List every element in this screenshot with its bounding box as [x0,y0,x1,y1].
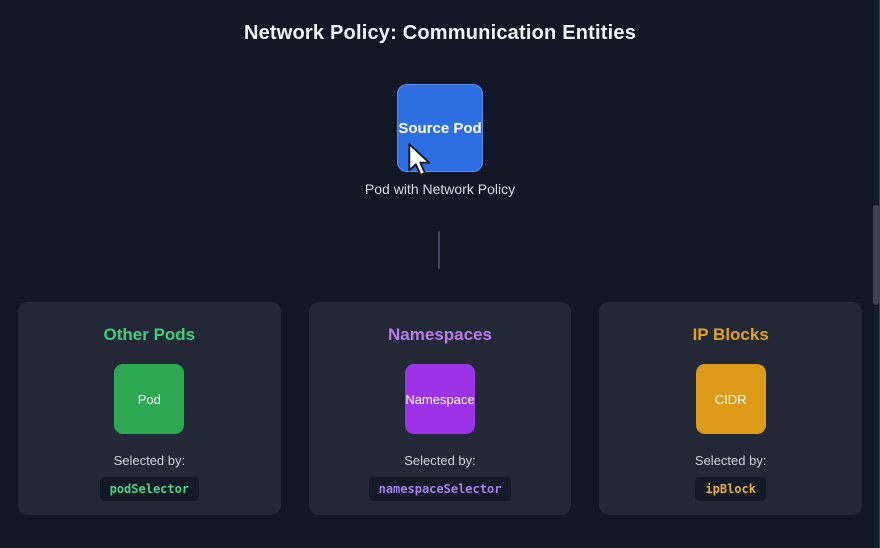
card-namespaces: Namespaces Namespace Selected by: namesp… [308,302,572,515]
namespaceselector-badge: namespaceSelector [368,477,512,501]
namespace-node-label: Namespace [405,391,475,407]
cidr-node[interactable]: CIDR [695,364,766,434]
source-pod-label: Source Pod [398,119,482,137]
card-other-pods: Other Pods Pod Selected by: podSelector [18,302,281,515]
source-pod-node[interactable]: Source Pod [397,84,483,172]
ipblock-badge: ipBlock [695,477,766,501]
namespace-node[interactable]: Namespace [405,364,475,434]
entity-cards-row: Other Pods Pod Selected by: podSelector … [18,302,863,515]
cidr-node-label: CIDR [714,391,747,407]
scrollbar-track[interactable] [873,0,880,548]
pod-node-label: Pod [137,391,161,407]
connector-line [438,231,440,269]
card-heading-other-pods: Other Pods [103,325,196,344]
pod-node[interactable]: Pod [114,364,185,434]
selected-by-label: Selected by: [694,453,767,468]
selected-by-label: Selected by: [404,453,476,468]
source-pod-caption: Pod with Network Policy [364,181,516,197]
podselector-badge: podSelector [99,477,200,501]
card-ip-blocks: IP Blocks CIDR Selected by: ipBlock [599,302,863,515]
card-heading-ip-blocks: IP Blocks [692,325,769,344]
page-title: Network Policy: Communication Entities [243,22,637,44]
scrollbar-thumb[interactable] [873,205,879,305]
card-heading-namespaces: Namespaces [388,325,492,344]
selected-by-label: Selected by: [113,453,186,468]
